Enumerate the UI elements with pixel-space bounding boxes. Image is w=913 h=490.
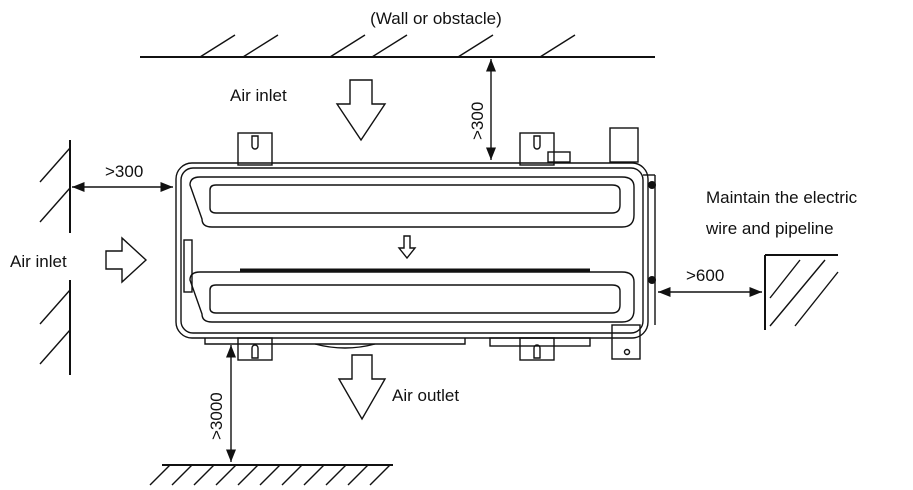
left-clearance-label: >300 xyxy=(105,162,143,181)
bracket-top-left xyxy=(237,132,273,166)
bottom-clearance-label: >3000 xyxy=(207,392,226,440)
indoor-unit xyxy=(175,127,656,361)
maintain-label-line1: Maintain the electric xyxy=(706,188,858,207)
top-wall xyxy=(140,34,655,58)
right-clearance-label: >600 xyxy=(686,266,724,285)
air-inlet-top-arrow xyxy=(335,79,387,142)
top-clearance-label: >300 xyxy=(468,102,487,140)
right-wall xyxy=(764,254,839,330)
air-inlet-top-label: Air inlet xyxy=(230,86,287,105)
bracket-bottom-left xyxy=(237,337,273,361)
unit-casing xyxy=(175,162,649,339)
maintain-label-line2: wire and pipeline xyxy=(705,219,834,238)
bracket-top-right xyxy=(519,132,555,166)
bracket-bottom-far-right xyxy=(611,324,641,360)
air-inlet-left-label: Air inlet xyxy=(10,252,67,271)
air-outlet-arrow xyxy=(337,354,387,421)
left-wall xyxy=(39,140,71,375)
air-outlet-label: Air outlet xyxy=(392,386,459,405)
bracket-bottom-right xyxy=(519,337,555,361)
bracket-top-far-right xyxy=(609,127,639,163)
air-inlet-left-arrow xyxy=(105,236,148,284)
top-obstacle-label: (Wall or obstacle) xyxy=(370,9,502,28)
floor xyxy=(149,464,393,486)
